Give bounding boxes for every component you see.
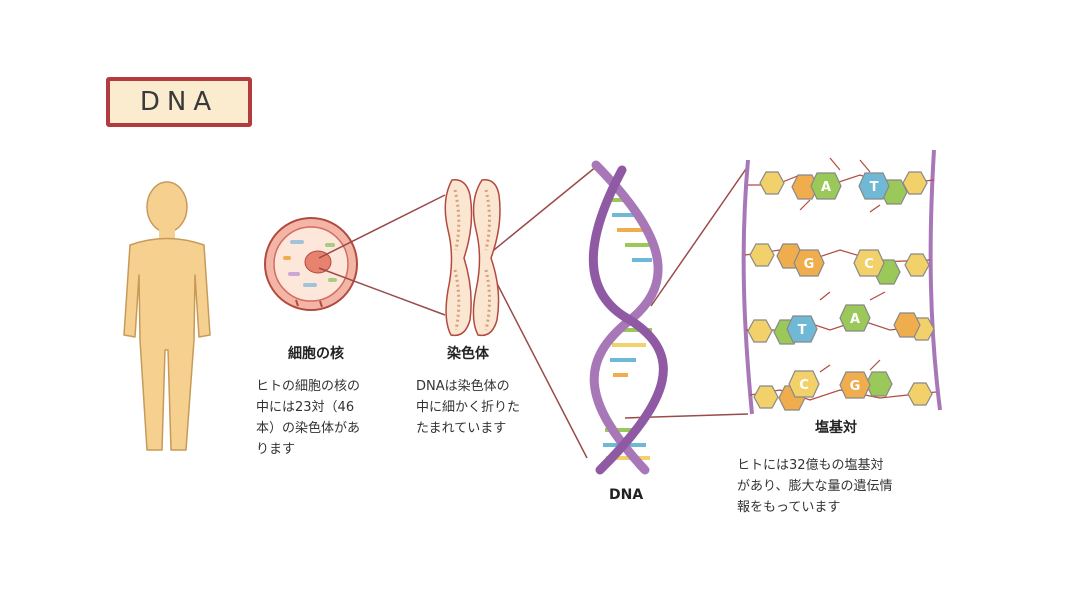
base-letter: T: [798, 323, 807, 338]
title-box: DNA: [106, 77, 252, 127]
base-letter: G: [850, 379, 861, 394]
base-letter: A: [850, 312, 860, 327]
cell-nucleus: [264, 217, 358, 311]
chromosome-description: DNAは染色体の 中に細かく折りた たまれています: [416, 379, 521, 436]
dna-label: DNA: [609, 487, 644, 503]
base-pairs-description: ヒトには32億もの塩基対 があり、膨大な量の遺伝情 報をもっています: [737, 458, 893, 515]
dna-helix: [588, 160, 668, 475]
page-title: DNA: [139, 87, 219, 117]
base-letter: G: [804, 257, 815, 272]
cell-description: ヒトの細胞の核の 中には23対（46 本）の染色体があ ります: [256, 379, 361, 457]
base-letter: C: [799, 378, 809, 393]
base-letter: T: [870, 180, 879, 195]
chromosome-label: 染色体: [447, 346, 489, 362]
base-pairs-label: 塩基対: [815, 420, 857, 436]
base-letter: A: [821, 180, 831, 195]
base-pair-ladder: A T G C T A C G: [741, 149, 942, 415]
chromosome: [444, 179, 501, 337]
connector-lines: [318, 165, 749, 459]
human-figure: [123, 181, 211, 451]
cell-label: 細胞の核: [288, 346, 344, 362]
base-letter: C: [864, 257, 874, 272]
